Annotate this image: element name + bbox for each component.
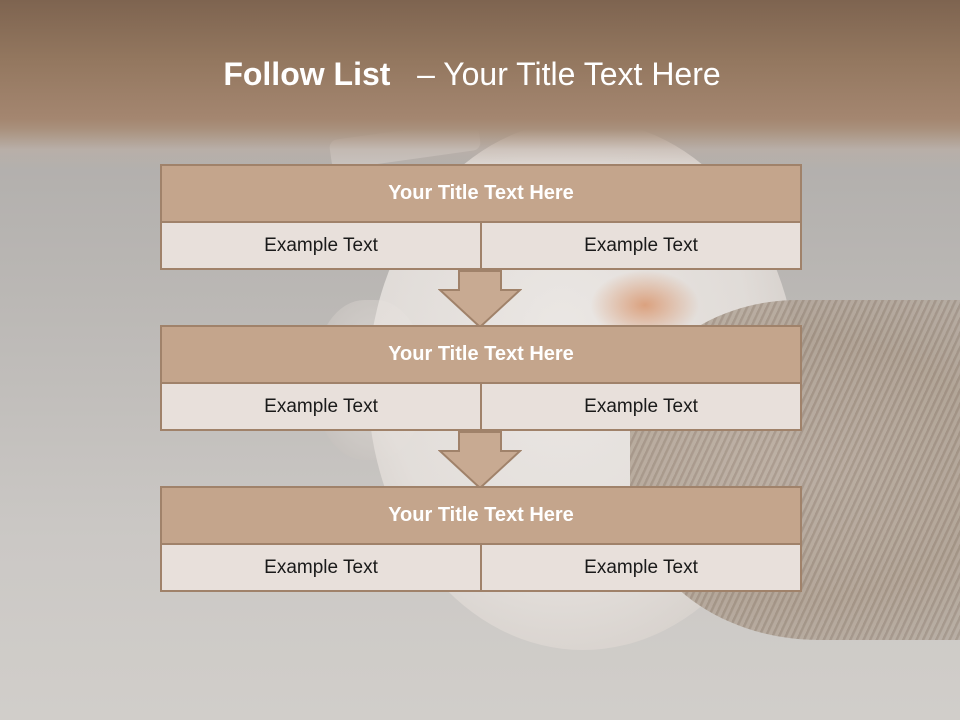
title-bold: Follow List bbox=[223, 56, 391, 92]
step-box-1: Your Title Text Here Example Text Exampl… bbox=[160, 164, 802, 270]
down-arrow-icon bbox=[438, 270, 522, 328]
step-cell-left: Example Text bbox=[162, 384, 480, 429]
step-cell-right: Example Text bbox=[480, 545, 800, 590]
step-title: Your Title Text Here bbox=[162, 166, 800, 221]
step-row: Example Text Example Text bbox=[162, 221, 800, 268]
title-rest: – Your Title Text Here bbox=[417, 56, 721, 92]
slide-title: Follow List – Your Title Text Here bbox=[0, 56, 944, 93]
step-title: Your Title Text Here bbox=[162, 327, 800, 382]
step-box-2: Your Title Text Here Example Text Exampl… bbox=[160, 325, 802, 431]
step-row: Example Text Example Text bbox=[162, 382, 800, 429]
step-cell-left: Example Text bbox=[162, 223, 480, 268]
header-band bbox=[0, 0, 960, 170]
step-cell-right: Example Text bbox=[480, 384, 800, 429]
step-box-3: Your Title Text Here Example Text Exampl… bbox=[160, 486, 802, 592]
step-cell-left: Example Text bbox=[162, 545, 480, 590]
step-cell-right: Example Text bbox=[480, 223, 800, 268]
down-arrow-icon bbox=[438, 431, 522, 489]
step-title: Your Title Text Here bbox=[162, 488, 800, 543]
step-row: Example Text Example Text bbox=[162, 543, 800, 590]
